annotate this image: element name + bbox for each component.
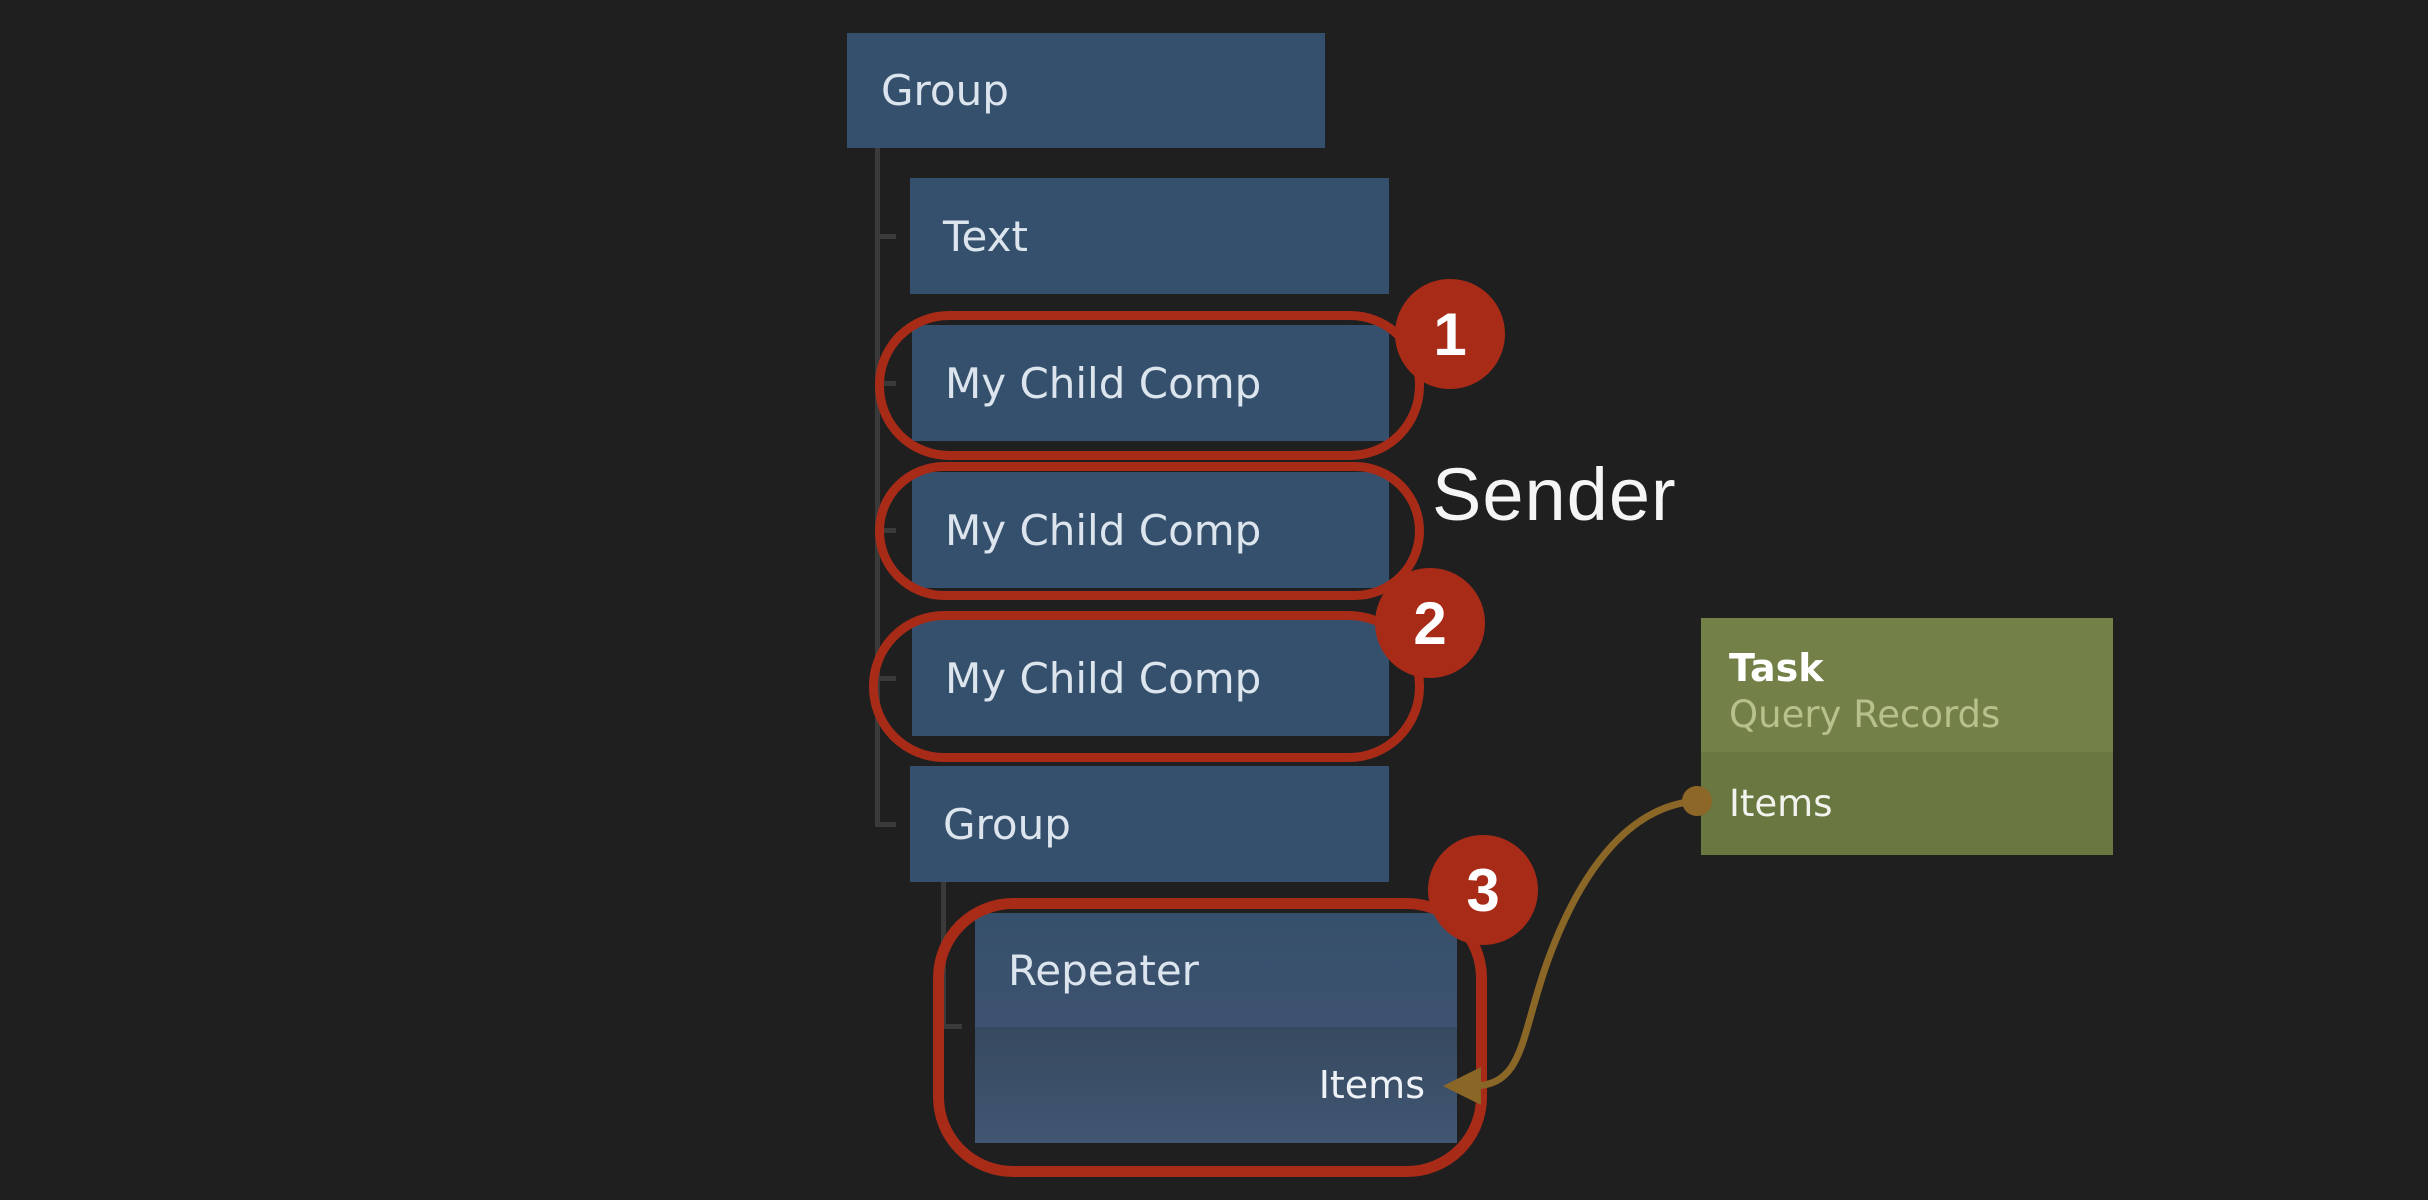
tree-node-label: Repeater — [1008, 945, 1199, 995]
task-card-header: Task Query Records — [1701, 618, 2113, 752]
tree-node-my-child-comp-1[interactable]: My Child Comp — [912, 325, 1389, 441]
badge-number: 3 — [1466, 856, 1500, 924]
task-items-label: Items — [1729, 782, 1833, 825]
task-items-row[interactable]: Items — [1701, 752, 2113, 855]
tree-node-group-1[interactable]: Group — [847, 33, 1325, 148]
tree-node-my-child-comp-3[interactable]: My Child Comp — [912, 620, 1389, 736]
tree-node-label: Group — [943, 799, 1071, 849]
task-title: Task — [1729, 646, 1824, 690]
tree-branch-line — [875, 822, 896, 827]
badge-3: 3 — [1428, 835, 1538, 945]
highlight-outline-sender — [875, 462, 1424, 600]
tree-branch-line — [941, 1024, 962, 1029]
tree-node-text[interactable]: Text — [910, 178, 1389, 294]
sender-label: Sender — [1432, 453, 1677, 536]
badge-2: 2 — [1375, 568, 1485, 678]
tree-node-my-child-comp-2[interactable]: My Child Comp — [912, 472, 1389, 588]
highlight-outline-3 — [933, 898, 1487, 1177]
repeater-header: Repeater — [975, 913, 1457, 1027]
badge-number: 2 — [1413, 589, 1447, 657]
tree-node-label: Text — [943, 211, 1028, 261]
tree-node-group-2[interactable]: Group — [910, 766, 1389, 882]
tree-node-label: Group — [881, 66, 1009, 115]
tree-trunk-line — [875, 148, 880, 824]
highlight-outline-2 — [869, 611, 1424, 762]
badge-1: 1 — [1395, 279, 1505, 389]
tree-node-repeater[interactable]: Repeater Items — [975, 913, 1457, 1143]
tree-node-label: My Child Comp — [945, 505, 1262, 555]
badge-number: 1 — [1433, 300, 1467, 368]
tree-branch-line — [875, 234, 896, 239]
task-subtitle: Query Records — [1729, 693, 2001, 736]
task-card[interactable]: Task Query Records Items — [1701, 618, 2113, 855]
repeater-items-row[interactable]: Items — [975, 1027, 1457, 1143]
tree-node-label: My Child Comp — [945, 653, 1262, 703]
highlight-outline-1 — [875, 311, 1424, 460]
tree-node-label: My Child Comp — [945, 358, 1262, 408]
